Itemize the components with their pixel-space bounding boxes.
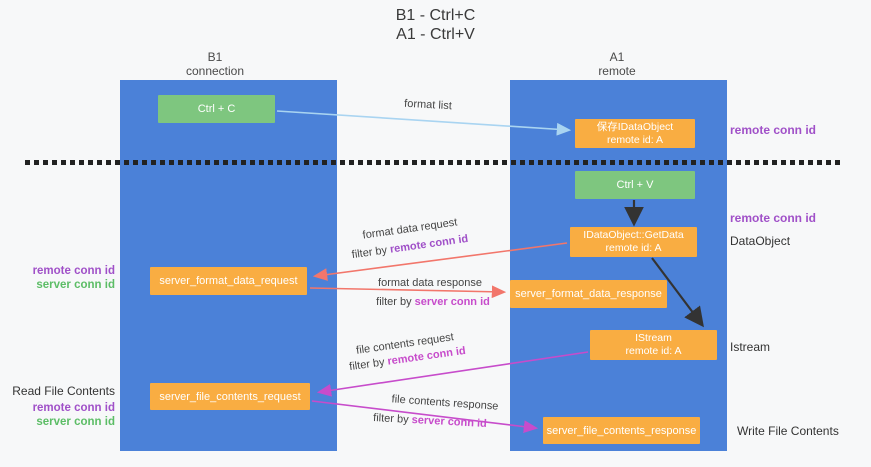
server-format-data-request-box: server_format_data_request xyxy=(150,267,307,295)
server-conn-id-text: server conn id xyxy=(414,296,490,308)
filter-by-text: filter by xyxy=(348,355,389,374)
dataobject-annotation: DataObject xyxy=(730,234,791,248)
getdata-line1: IDataObject::GetData xyxy=(583,229,684,241)
server-file-contents-request-label: server_file_contents_request xyxy=(159,390,301,403)
ctrl-c-label: Ctrl + C xyxy=(197,103,236,115)
filter-by-text: filter by xyxy=(372,412,412,427)
server-file-contents-response-label: server_file_contents_response xyxy=(546,424,697,437)
filter-server-2: filter by server conn id xyxy=(345,411,515,432)
read-file-contents-annotation: Read File Contents xyxy=(12,384,115,398)
format-data-response-label: format data response xyxy=(378,277,482,289)
filter-by-text: filter by xyxy=(376,296,415,308)
remote-conn-id-annotation-2: remote conn id xyxy=(730,211,817,225)
page-title: B1 - Ctrl+C A1 - Ctrl+V xyxy=(0,6,871,44)
title-line-2: A1 - Ctrl+V xyxy=(396,26,475,43)
left-column-name: B1 xyxy=(207,50,223,64)
server-file-contents-request-box: server_file_contents_request xyxy=(150,383,310,410)
right-column-name: A1 xyxy=(609,50,625,64)
remote-conn-id-annotation-1: remote conn id xyxy=(730,123,817,137)
server-conn-id-left-1: server conn id xyxy=(36,279,115,291)
format-list-label: format list xyxy=(403,97,453,113)
server-conn-id-left-2: server conn id xyxy=(36,416,115,428)
title-line-1: B1 - Ctrl+C xyxy=(395,7,476,24)
server-file-contents-response-box: server_file_contents_response xyxy=(543,417,700,444)
server-conn-id-text: server conn id xyxy=(411,414,488,430)
istream-line2: remote id: A xyxy=(625,345,682,357)
left-column-role: connection xyxy=(185,64,245,78)
remote-conn-id-left-1: remote conn id xyxy=(32,265,115,277)
getdata-line2: remote id: A xyxy=(605,242,662,254)
left-column-header: B1 connection xyxy=(155,50,275,78)
getdata-box: IDataObject::GetData remote id: A xyxy=(570,227,697,257)
istream-box: IStream remote id: A xyxy=(590,330,717,360)
save-dataobject-box: 保存IDataObject remote id: A xyxy=(575,119,695,148)
istream-line1: IStream xyxy=(635,332,672,344)
save-dataobject-line2: remote id: A xyxy=(606,133,664,146)
filter-by-text: filter by xyxy=(351,243,391,262)
server-format-data-request-label: server_format_data_request xyxy=(159,275,298,287)
istream-annotation: Istream xyxy=(730,340,771,354)
left-conn-id-pair-1: remote conn id server conn id xyxy=(5,264,115,292)
filter-server-1: filter by server conn id xyxy=(348,296,518,308)
right-column-header: A1 remote xyxy=(557,50,677,78)
ctrl-v-label: Ctrl + V xyxy=(616,179,654,191)
right-column-role: remote xyxy=(598,64,636,78)
ctrl-c-box: Ctrl + C xyxy=(158,95,275,123)
server-format-data-response-box: server_format_data_response xyxy=(510,280,667,308)
write-file-contents-annotation: Write File Contents xyxy=(737,424,839,438)
save-dataobject-line1: 保存IDataObject xyxy=(596,120,674,133)
remote-conn-id-text: remote conn id xyxy=(389,232,469,256)
ctrl-v-box: Ctrl + V xyxy=(575,171,695,199)
server-format-data-response-label: server_format_data_response xyxy=(515,288,662,300)
remote-conn-id-left-2: remote conn id xyxy=(32,402,115,414)
file-contents-response-label: file contents response xyxy=(391,393,499,413)
left-conn-id-pair-2: remote conn id server conn id xyxy=(5,401,115,429)
dashed-separator xyxy=(25,160,843,165)
